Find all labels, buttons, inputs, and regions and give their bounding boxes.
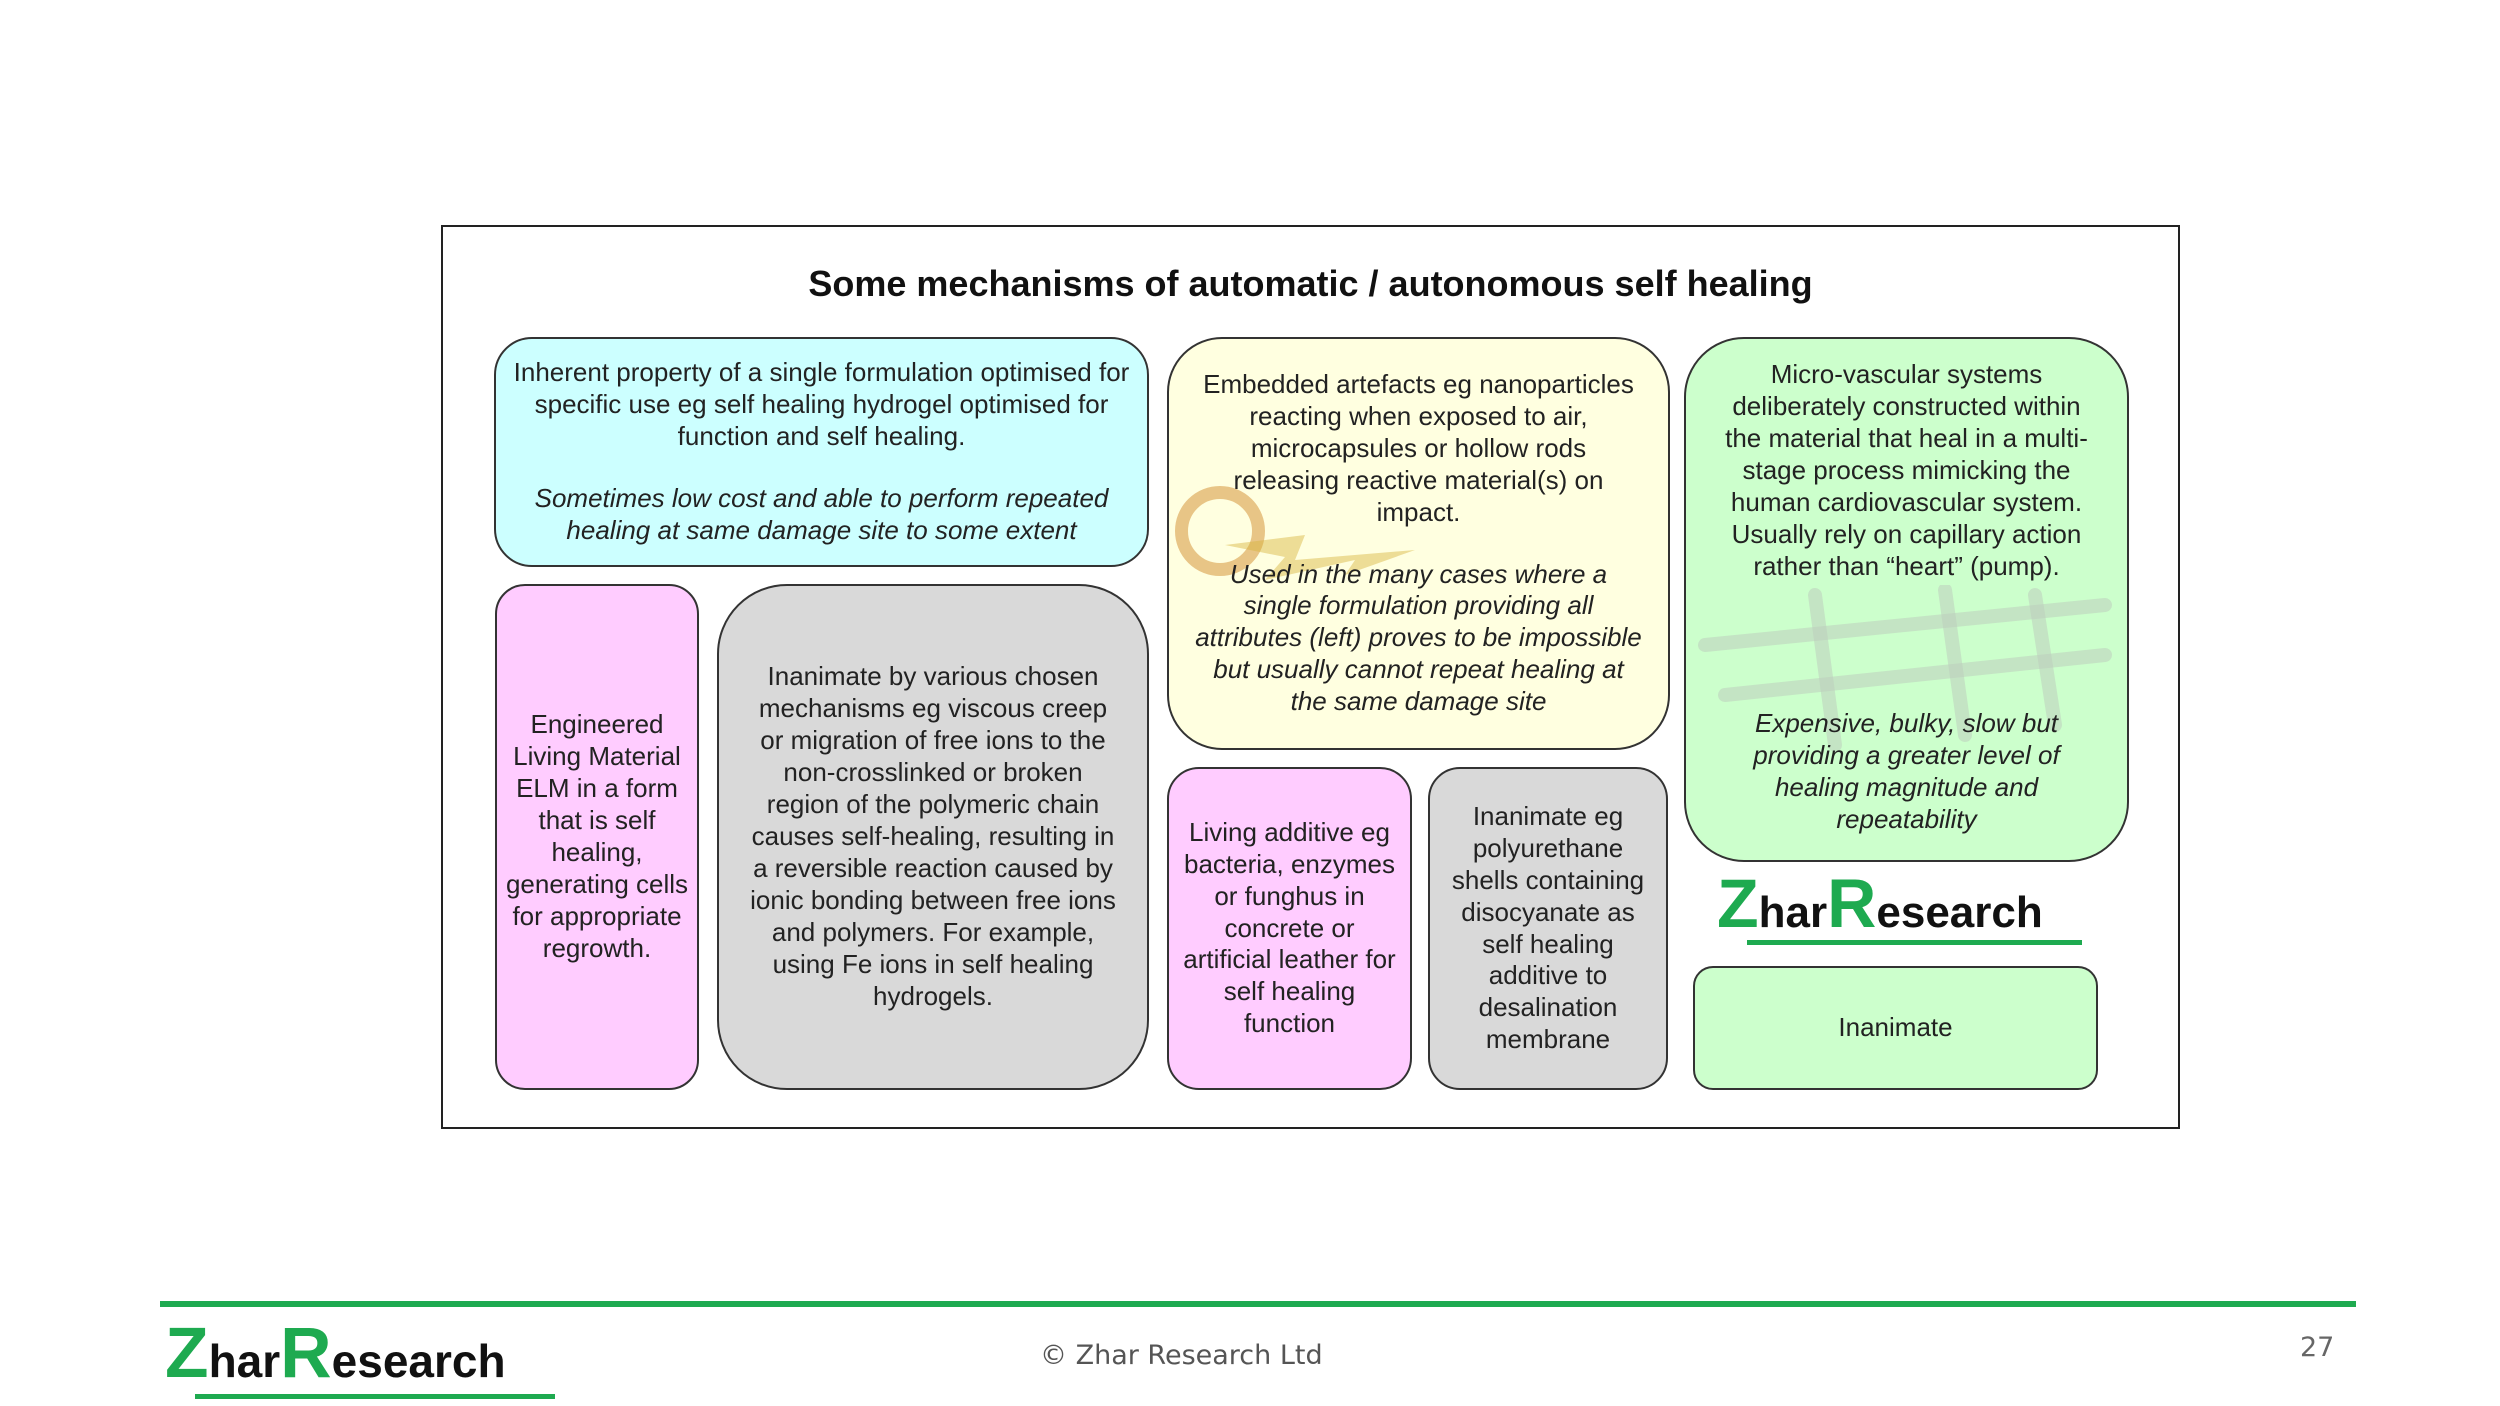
inherent-property-note: Sometimes low cost and able to perform r…: [534, 482, 1109, 545]
footer-rule: [160, 1301, 2356, 1307]
inherent-property-text: Inherent property of a single formulatio…: [513, 357, 1130, 452]
footer-logo-initial-z: Z: [165, 1313, 209, 1393]
footer-logo-word-har: har: [208, 1335, 281, 1387]
embedded-artefacts-text: Embedded artefacts eg nanoparticles reac…: [1203, 368, 1634, 527]
zhar-research-logo-footer: ZharResearch: [165, 1317, 555, 1403]
diagram-title: Some mechanisms of automatic / autonomou…: [808, 263, 1813, 304]
living-additive-box: Living additive eg bacteria, enzymes or …: [1167, 767, 1412, 1090]
logo-initial-r: R: [1827, 866, 1877, 942]
polyurethane-text: Inanimate eg polyurethane shells contain…: [1451, 800, 1645, 1055]
elm-text: Engineered Living Material ELM in a form…: [505, 709, 689, 963]
micro-vascular-note: Expensive, bulky, slow but providing a g…: [1753, 707, 2060, 834]
living-additive-text: Living additive eg bacteria, enzymes or …: [1183, 816, 1396, 1039]
footer-logo-initial-r: R: [280, 1313, 332, 1393]
impact-bolt-icon: [1225, 535, 1415, 580]
logo-word-har: har: [1758, 888, 1828, 937]
footer-logo-underline: [195, 1394, 555, 1399]
inherent-property-box: Inherent property of a single formulatio…: [494, 337, 1149, 567]
logo-underline: [1747, 940, 2082, 945]
legend-inanimate-box: Inanimate: [1693, 966, 2098, 1090]
footer-logo-word-esearch: esearch: [331, 1335, 506, 1387]
logo-initial-z: Z: [1717, 866, 1759, 942]
footer-copyright: © Zhar Research Ltd: [1040, 1340, 1323, 1371]
page-number: 27: [2300, 1332, 2335, 1363]
inanimate-mechanisms-text: Inanimate by various chosen mechanisms e…: [750, 661, 1116, 1011]
elm-box: Engineered Living Material ELM in a form…: [495, 584, 699, 1090]
inanimate-mechanisms-box: Inanimate by various chosen mechanisms e…: [717, 584, 1149, 1090]
micro-vascular-text: Micro-vascular systems deliberately cons…: [1725, 359, 2088, 581]
polyurethane-box: Inanimate eg polyurethane shells contain…: [1428, 767, 1668, 1090]
legend-inanimate-text: Inanimate: [1838, 1012, 1953, 1043]
vascular-pipes-icon: [1698, 585, 2112, 752]
embedded-artefacts-box: Embedded artefacts eg nanoparticles reac…: [1167, 337, 1670, 750]
logo-word-esearch: esearch: [1876, 888, 2043, 937]
embedded-artefacts-note: Used in the many cases where a single fo…: [1195, 558, 1642, 717]
zhar-research-logo-inner: ZharResearch: [1717, 870, 2082, 950]
micro-vascular-box: Micro-vascular systems deliberately cons…: [1684, 337, 2129, 862]
